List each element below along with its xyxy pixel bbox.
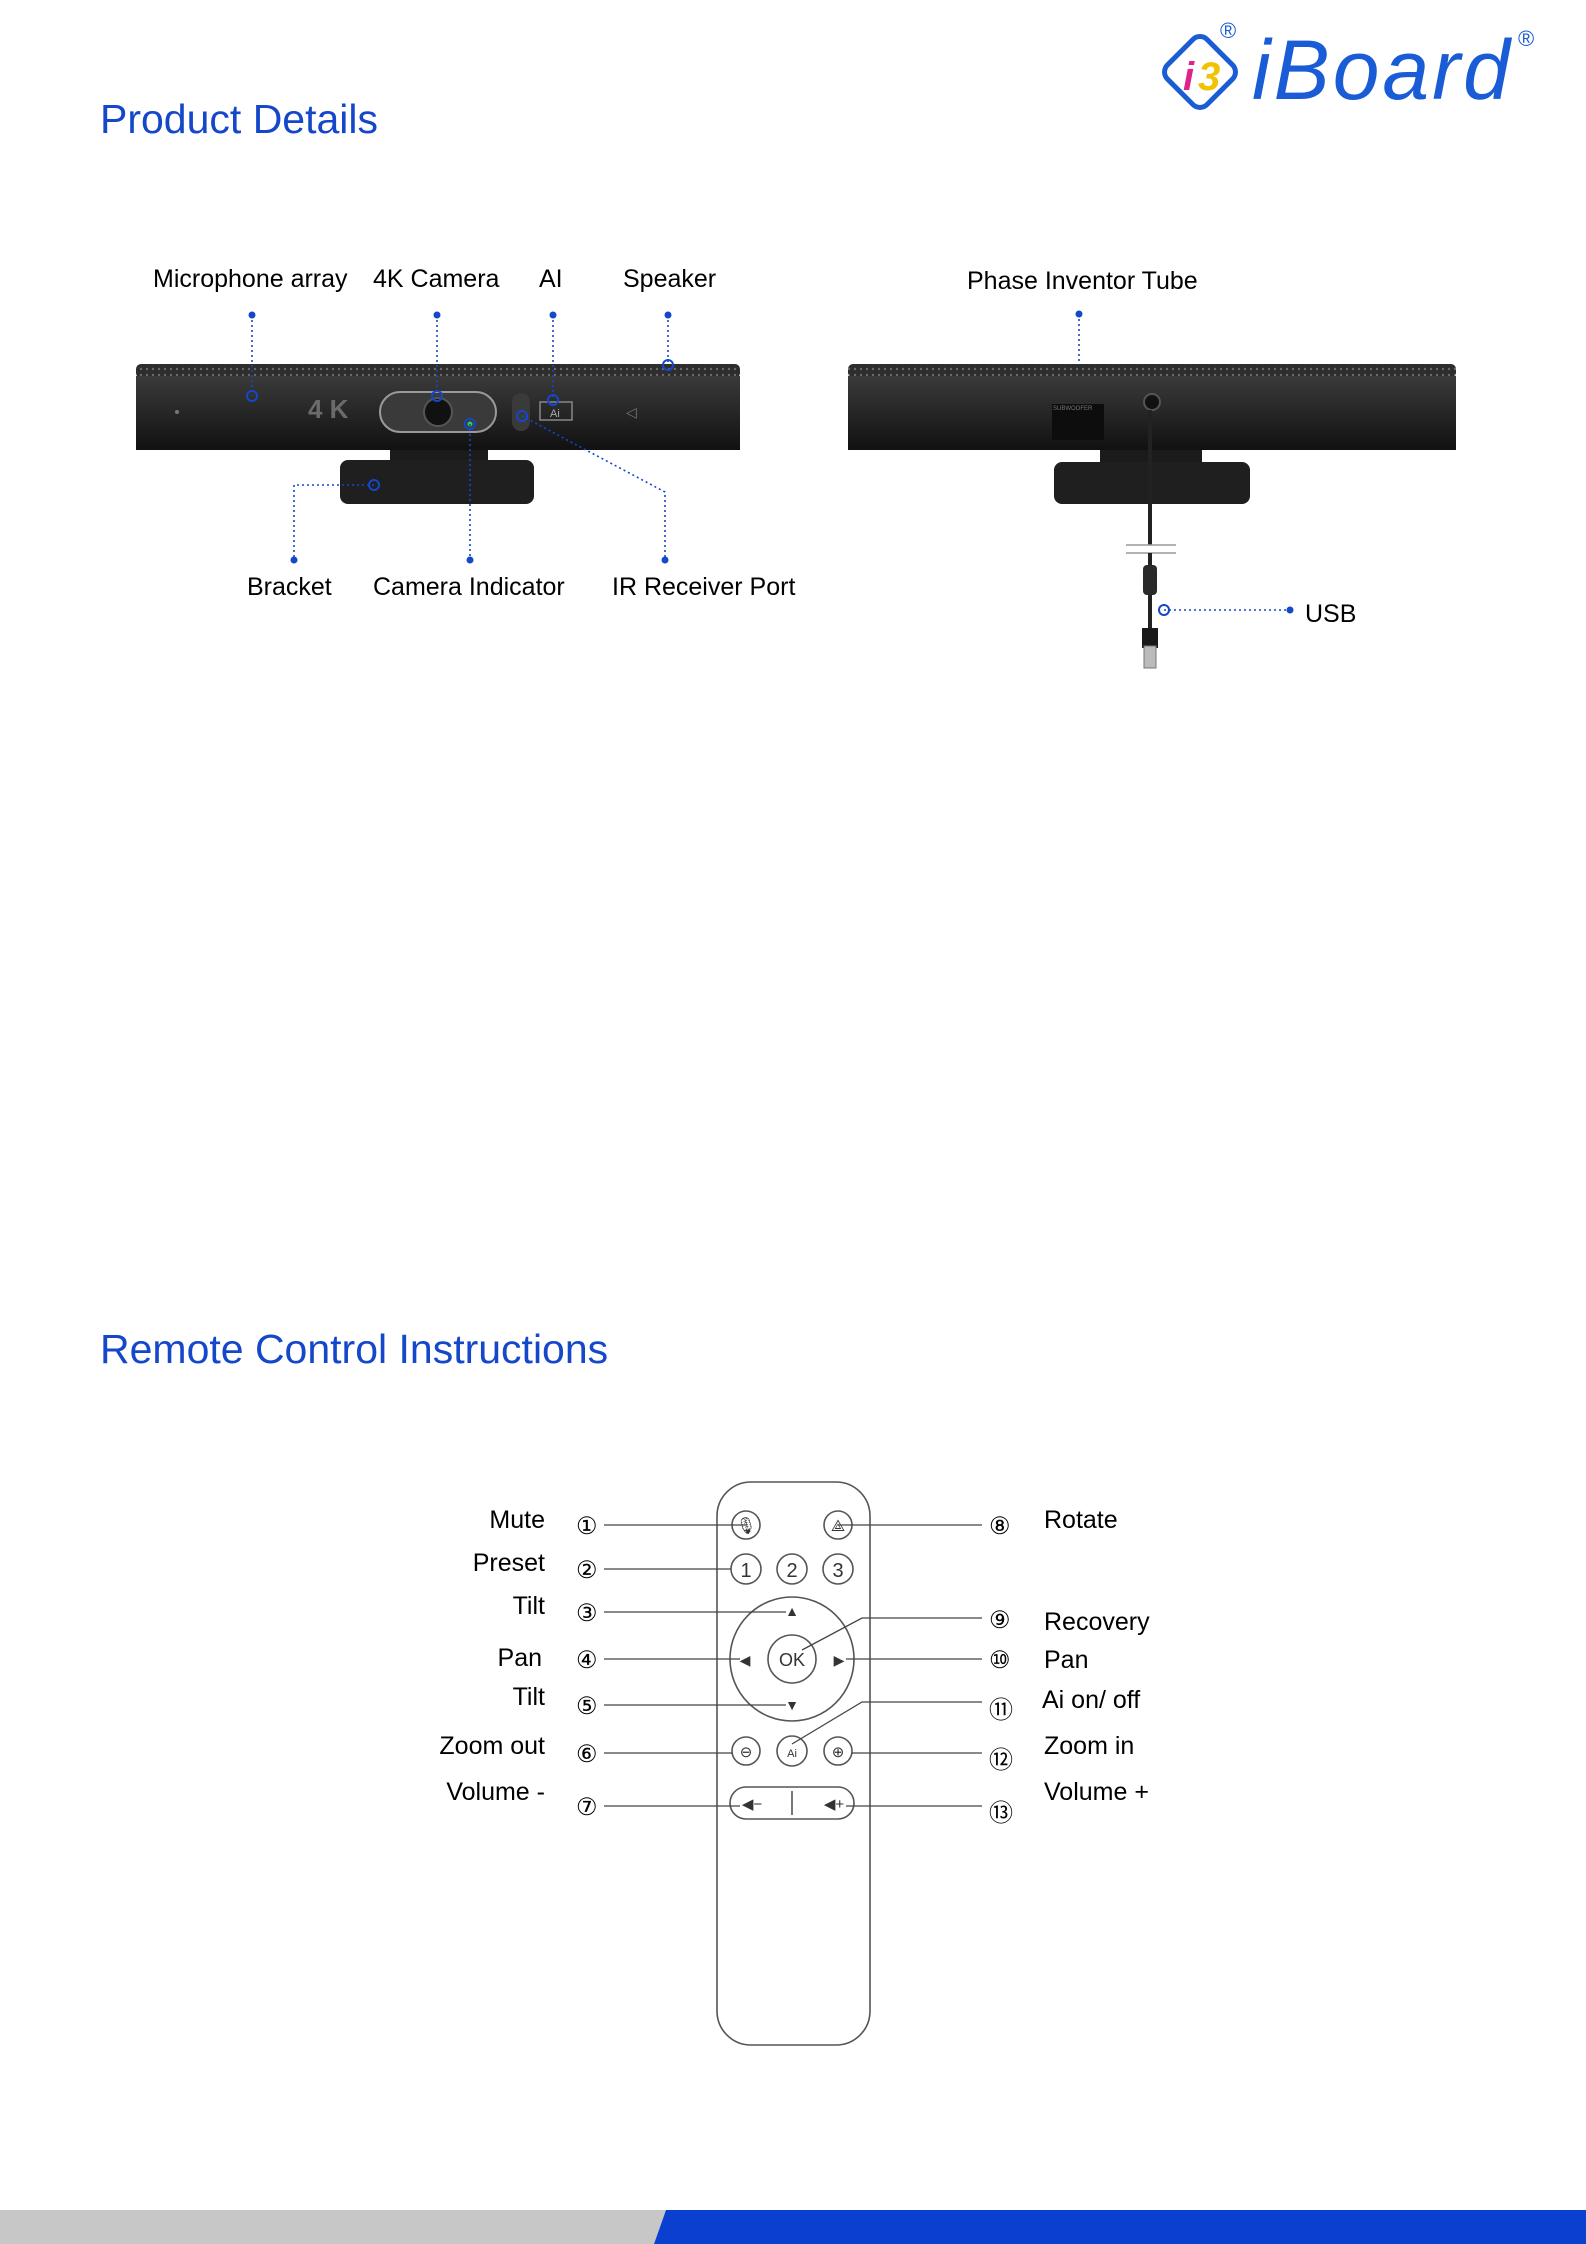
section-title-product-details: Product Details: [100, 96, 379, 142]
remote-label-rotate: Rotate: [1044, 1506, 1118, 1534]
zoom-in-icon: ⊕: [832, 1744, 845, 1761]
brand-name: iBoard: [1252, 23, 1513, 117]
volume-up-icon: ◀+: [824, 1796, 845, 1813]
label-ai: AI: [539, 265, 563, 293]
subwoofer-port: [1052, 404, 1104, 440]
ai-button: Ai: [787, 1748, 797, 1760]
footer-gray-stripe: [0, 2210, 666, 2244]
svg-text:3: 3: [1198, 55, 1220, 99]
usb-socket: [1143, 393, 1161, 411]
remote-label-volume-up: Volume +: [1044, 1778, 1149, 1806]
bracket: [340, 460, 534, 504]
label-phase-inventor-tube: Phase Inventor Tube: [967, 267, 1198, 295]
remote-control-illustration: 🎙 ⟁ 1 2 3 OK ▲ ▼ ◀ ▶ ⊖ Ai ⊕ ◀− ◀+: [604, 1481, 982, 2046]
volume-down-icon: ◀−: [742, 1796, 763, 1813]
arrow-up-icon: ▲: [785, 1603, 799, 1619]
remote-label-pan-right: Pan: [1044, 1646, 1089, 1674]
preset-1-button: 1: [740, 1560, 751, 1582]
callout-number: ⑤: [576, 1693, 598, 1720]
callout-number: ⑧: [989, 1513, 1011, 1540]
svg-text:i: i: [1183, 55, 1195, 99]
callout-number: ⑩: [989, 1647, 1011, 1674]
footer-band: [0, 2210, 1586, 2244]
callout-number: ⑥: [576, 1741, 598, 1768]
registered-mark: ®: [1220, 18, 1237, 43]
remote-label-mute: Mute: [489, 1506, 545, 1534]
label-ir-receiver-port: IR Receiver Port: [612, 573, 796, 601]
remote-label-pan-left: Pan: [497, 1644, 542, 1672]
rotate-icon: ⟁: [831, 1518, 845, 1535]
preset-3-button: 3: [832, 1560, 843, 1582]
camera-front-illustration: 4 K Ai ◁: [136, 310, 1456, 669]
zoom-out-icon: ⊖: [740, 1744, 753, 1761]
device-print-ai: Ai: [550, 408, 560, 420]
remote-label-preset: Preset: [472, 1549, 545, 1577]
label-4k-camera: 4K Camera: [373, 265, 500, 293]
callout-number: ④: [576, 1647, 598, 1674]
speaker-icon: ◁: [626, 404, 637, 420]
usb-cable-ferrite: [1143, 565, 1157, 595]
usb-plug: [1143, 645, 1157, 669]
device-print-subwoofer: SUBWOOFER: [1053, 406, 1093, 412]
callout-number: ⑪: [989, 1697, 1013, 1724]
remote-label-tilt-down: Tilt: [512, 1683, 545, 1711]
section-title-remote-control: Remote Control Instructions: [100, 1326, 609, 1372]
remote-label-recovery: Recovery: [1044, 1608, 1150, 1636]
remote-label-zoom-out: Zoom out: [439, 1732, 545, 1760]
label-speaker: Speaker: [623, 265, 717, 293]
remote-label-volume-down: Volume -: [446, 1778, 545, 1806]
camera-lens: [423, 397, 453, 427]
arrow-down-icon: ▼: [785, 1697, 799, 1713]
callout-number: ③: [576, 1600, 598, 1627]
footer-blue-stripe: [654, 2210, 1586, 2244]
label-bracket: Bracket: [247, 573, 332, 601]
remote-label-zoom-in: Zoom in: [1044, 1732, 1135, 1760]
rear-speaker-grille: [848, 364, 1456, 378]
remote-label-ai-toggle: Ai on/ off: [1042, 1686, 1141, 1714]
ok-button: OK: [779, 1650, 805, 1670]
label-usb: USB: [1305, 600, 1357, 628]
callout-number: ①: [576, 1513, 598, 1540]
mute-icon: 🎙: [736, 1517, 756, 1535]
callout-number: ⑨: [989, 1607, 1011, 1634]
logo-mark-icon: i 3: [1162, 34, 1238, 110]
callout-number: ⑬: [989, 1800, 1013, 1827]
device-print-4k: 4 K: [308, 394, 349, 424]
callout-number: ⑫: [989, 1747, 1013, 1774]
label-microphone-array: Microphone array: [153, 265, 348, 293]
arrow-right-icon: ▶: [834, 1652, 845, 1668]
label-camera-indicator: Camera Indicator: [373, 573, 565, 601]
registered-mark: ®: [1518, 26, 1535, 51]
callout-number: ⑦: [576, 1794, 598, 1821]
preset-2-button: 2: [786, 1560, 797, 1582]
speaker-grille: [136, 364, 740, 378]
arrow-left-icon: ◀: [740, 1652, 751, 1668]
remote-body: [716, 1481, 871, 2046]
callout-number: ②: [576, 1557, 598, 1584]
remote-label-tilt-up: Tilt: [512, 1592, 545, 1620]
